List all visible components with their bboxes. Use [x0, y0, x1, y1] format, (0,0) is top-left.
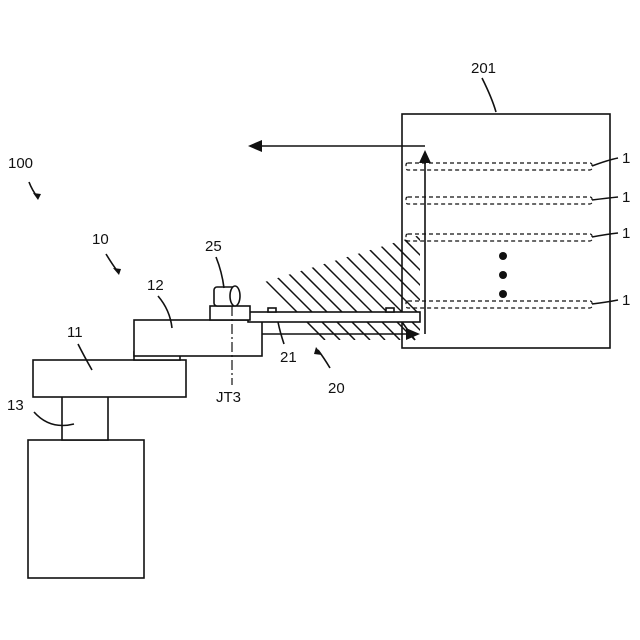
label-25: 25: [205, 238, 222, 255]
camera-lens: [230, 286, 240, 306]
label-21: 21: [280, 349, 297, 366]
label-13: 13: [7, 397, 24, 414]
label-wafer-2: 1: [622, 189, 630, 206]
pedestal-13: [28, 440, 144, 578]
label-12: 12: [147, 277, 164, 294]
base-arm-11: [33, 360, 186, 397]
label-jt3: JT3: [216, 389, 241, 406]
hand-21: [248, 312, 420, 322]
label-wafer-4: 1: [622, 292, 630, 309]
camera-mount: [210, 306, 250, 320]
label-10: 10: [92, 231, 109, 248]
cassette-201: [402, 114, 610, 348]
pedestal-column: [62, 396, 108, 440]
label-wafer-3: 1: [622, 225, 630, 242]
label-wafer-1: 1: [622, 150, 630, 167]
arm-12: [134, 320, 262, 356]
hand-pad-right: [386, 308, 394, 312]
hand-pad-left: [268, 308, 276, 312]
label-201: 201: [471, 60, 496, 77]
label-100: 100: [8, 155, 33, 172]
label-11: 11: [67, 324, 83, 341]
label-20: 20: [328, 380, 345, 397]
